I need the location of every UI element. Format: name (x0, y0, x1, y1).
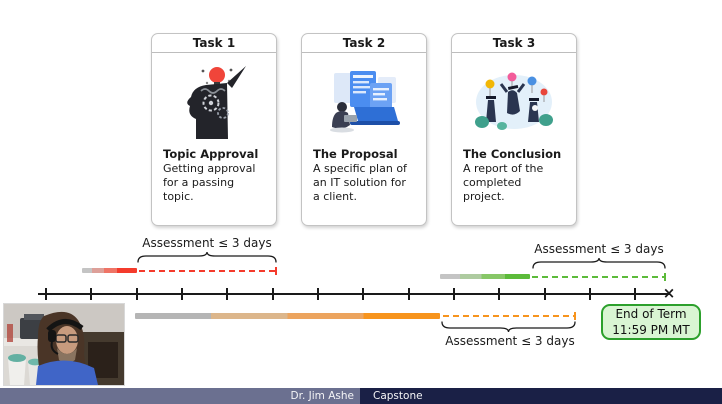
axis-tick (136, 288, 138, 300)
axis-tick (45, 288, 47, 300)
card-title: Topic Approval (163, 147, 259, 161)
axis-tick (634, 288, 636, 300)
course-name: Capstone (360, 388, 722, 404)
presenter-webcam (3, 303, 125, 386)
task-card-2: Task 2 The P (301, 33, 427, 226)
task2-assessment-dashed-line (443, 315, 574, 317)
axis-tick (181, 288, 183, 300)
timeline-end-x-marker: × (662, 284, 676, 302)
proposal-workstation-icon (302, 53, 426, 145)
timeline-axis (38, 293, 670, 295)
task3-assessment-end-tick (664, 273, 666, 281)
task2-assessment-label: Assessment ≤ 3 days (445, 334, 575, 348)
axis-tick (226, 288, 228, 300)
end-of-term-line1: End of Term (615, 307, 687, 321)
axis-tick (272, 288, 274, 300)
end-of-term-badge: End of Term 11:59 PM MT (601, 304, 701, 340)
presenter-name: Dr. Jim Ashe (0, 388, 360, 404)
card-description: Getting approval for a passing topic. (163, 162, 256, 203)
card-header: Task 2 (302, 34, 426, 53)
task1-progress-bar (82, 268, 137, 273)
idea-head-icon (152, 53, 276, 145)
axis-tick (362, 288, 364, 300)
axis-tick (408, 288, 410, 300)
task3-assessment-dashed-line (532, 276, 664, 278)
axis-tick (317, 288, 319, 300)
card-title: The Conclusion (463, 147, 562, 161)
card-header: Task 3 (452, 34, 576, 53)
card-title: The Proposal (313, 147, 398, 161)
task2-assessment-end-tick (574, 312, 576, 320)
card-description: A report of the completed project. (463, 162, 544, 203)
card-description: A specific plan of an IT solution for a … (313, 162, 407, 203)
task2-progress-bar (135, 313, 440, 319)
task1-assessment-brace (137, 251, 277, 263)
task-card-3: Task 3 The C (451, 33, 577, 226)
task1-assessment-end-tick (275, 267, 277, 275)
task3-progress-bar (440, 274, 530, 279)
axis-tick (544, 288, 546, 300)
lower-third-bar: Dr. Jim Ashe Capstone (0, 388, 722, 404)
axis-tick (589, 288, 591, 300)
task2-assessment-brace (441, 321, 576, 333)
card-header: Task 1 (152, 34, 276, 53)
axis-tick (90, 288, 92, 300)
task3-assessment-label: Assessment ≤ 3 days (534, 242, 664, 256)
task-card-1: Task 1 Topic Approval Getting approval f… (151, 33, 277, 226)
task3-assessment-brace (532, 257, 666, 269)
axis-tick (498, 288, 500, 300)
graduation-celebration-icon (452, 53, 576, 145)
axis-tick (453, 288, 455, 300)
task1-assessment-label: Assessment ≤ 3 days (142, 236, 272, 250)
task1-assessment-dashed-line (139, 270, 275, 272)
end-of-term-line2: 11:59 PM MT (612, 323, 690, 337)
